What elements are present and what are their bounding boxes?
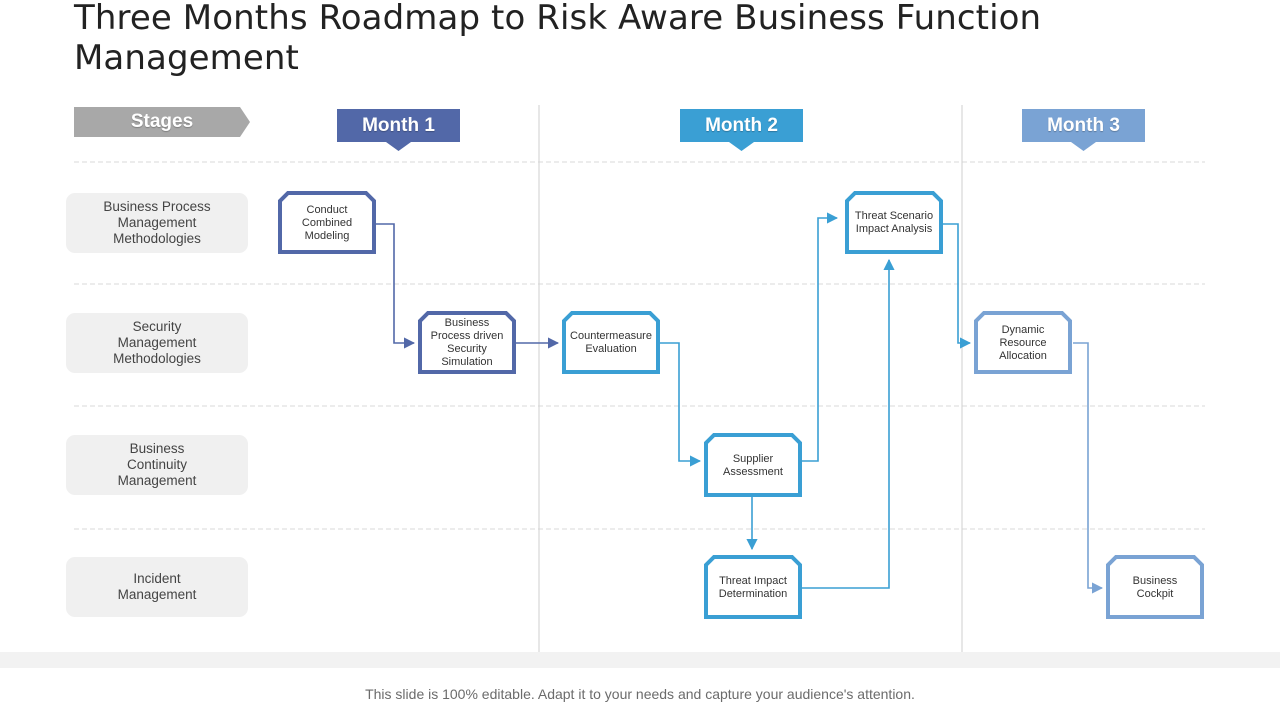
- node-countermeasure-evaluation: Countermeasure Evaluation: [570, 330, 652, 355]
- node-business-process-simulation: Business Process driven Security Simulat…: [430, 317, 504, 368]
- month-2-header: Month 2: [680, 109, 803, 151]
- connector-countermeasure-to-supplier: [658, 342, 702, 467]
- stage-incident-management: Incident Management: [66, 557, 248, 617]
- node-dynamic-resource-allocation: Dynamic Resource Allocation: [999, 323, 1047, 362]
- month-3-header: Month 3: [1022, 109, 1145, 151]
- month-2-header-shape: [680, 109, 803, 151]
- connector-threat-scenario-to-dynamic: [941, 223, 972, 349]
- connector-supplier-to-threat-scenario: [800, 212, 839, 462]
- node-supplier-assessment: Supplier Assessment: [723, 452, 783, 478]
- footer-band: [0, 652, 1280, 668]
- connector-dynamic-to-cockpit: [1073, 342, 1104, 594]
- month-1-header: Month 1: [337, 109, 460, 151]
- connector-conduct-to-bpsim: [374, 223, 416, 349]
- node-threat-impact-shape: [704, 555, 802, 619]
- stage-business-process: Business Process Management Methodologie…: [66, 193, 248, 253]
- stages-header-shape: [74, 107, 250, 137]
- node-conduct-shape: [278, 191, 376, 254]
- month-2-label: Month 2: [705, 115, 778, 136]
- node-bpsim-shape: [418, 311, 516, 374]
- month-3-header-shape: [1022, 109, 1145, 151]
- node-business-cockpit: Business Cockpit: [1132, 574, 1178, 600]
- stage-security-management: Security Management Methodologies: [66, 313, 248, 373]
- stage-business-continuity: Business Continuity Management: [66, 435, 248, 495]
- node-threat-impact-determination: Threat Impact Determination: [718, 574, 788, 600]
- month-3-label: Month 3: [1047, 115, 1120, 136]
- node-supplier-shape: [704, 433, 802, 497]
- node-dynamic-shape: [974, 311, 1072, 374]
- month-1-header-shape: [337, 109, 460, 151]
- node-threat-scenario-shape: [845, 191, 943, 254]
- node-threat-scenario-impact-analysis: Threat Scenario Impact Analysis: [854, 210, 934, 235]
- page-title: Three Months Roadmap to Risk Aware Busin…: [74, 0, 1042, 78]
- stages-header: Stages: [74, 107, 250, 137]
- node-conduct-combined-modeling: Conduct Combined Modeling: [301, 203, 353, 242]
- node-countermeasure-shape: [562, 311, 660, 374]
- stages-header-label: Stages: [130, 111, 194, 132]
- month-1-label: Month 1: [362, 115, 435, 136]
- node-cockpit-shape: [1106, 555, 1204, 619]
- footer-note: This slide is 100% editable. Adapt it to…: [365, 686, 915, 702]
- connector-threat-impact-to-threat-scenario: [800, 258, 895, 589]
